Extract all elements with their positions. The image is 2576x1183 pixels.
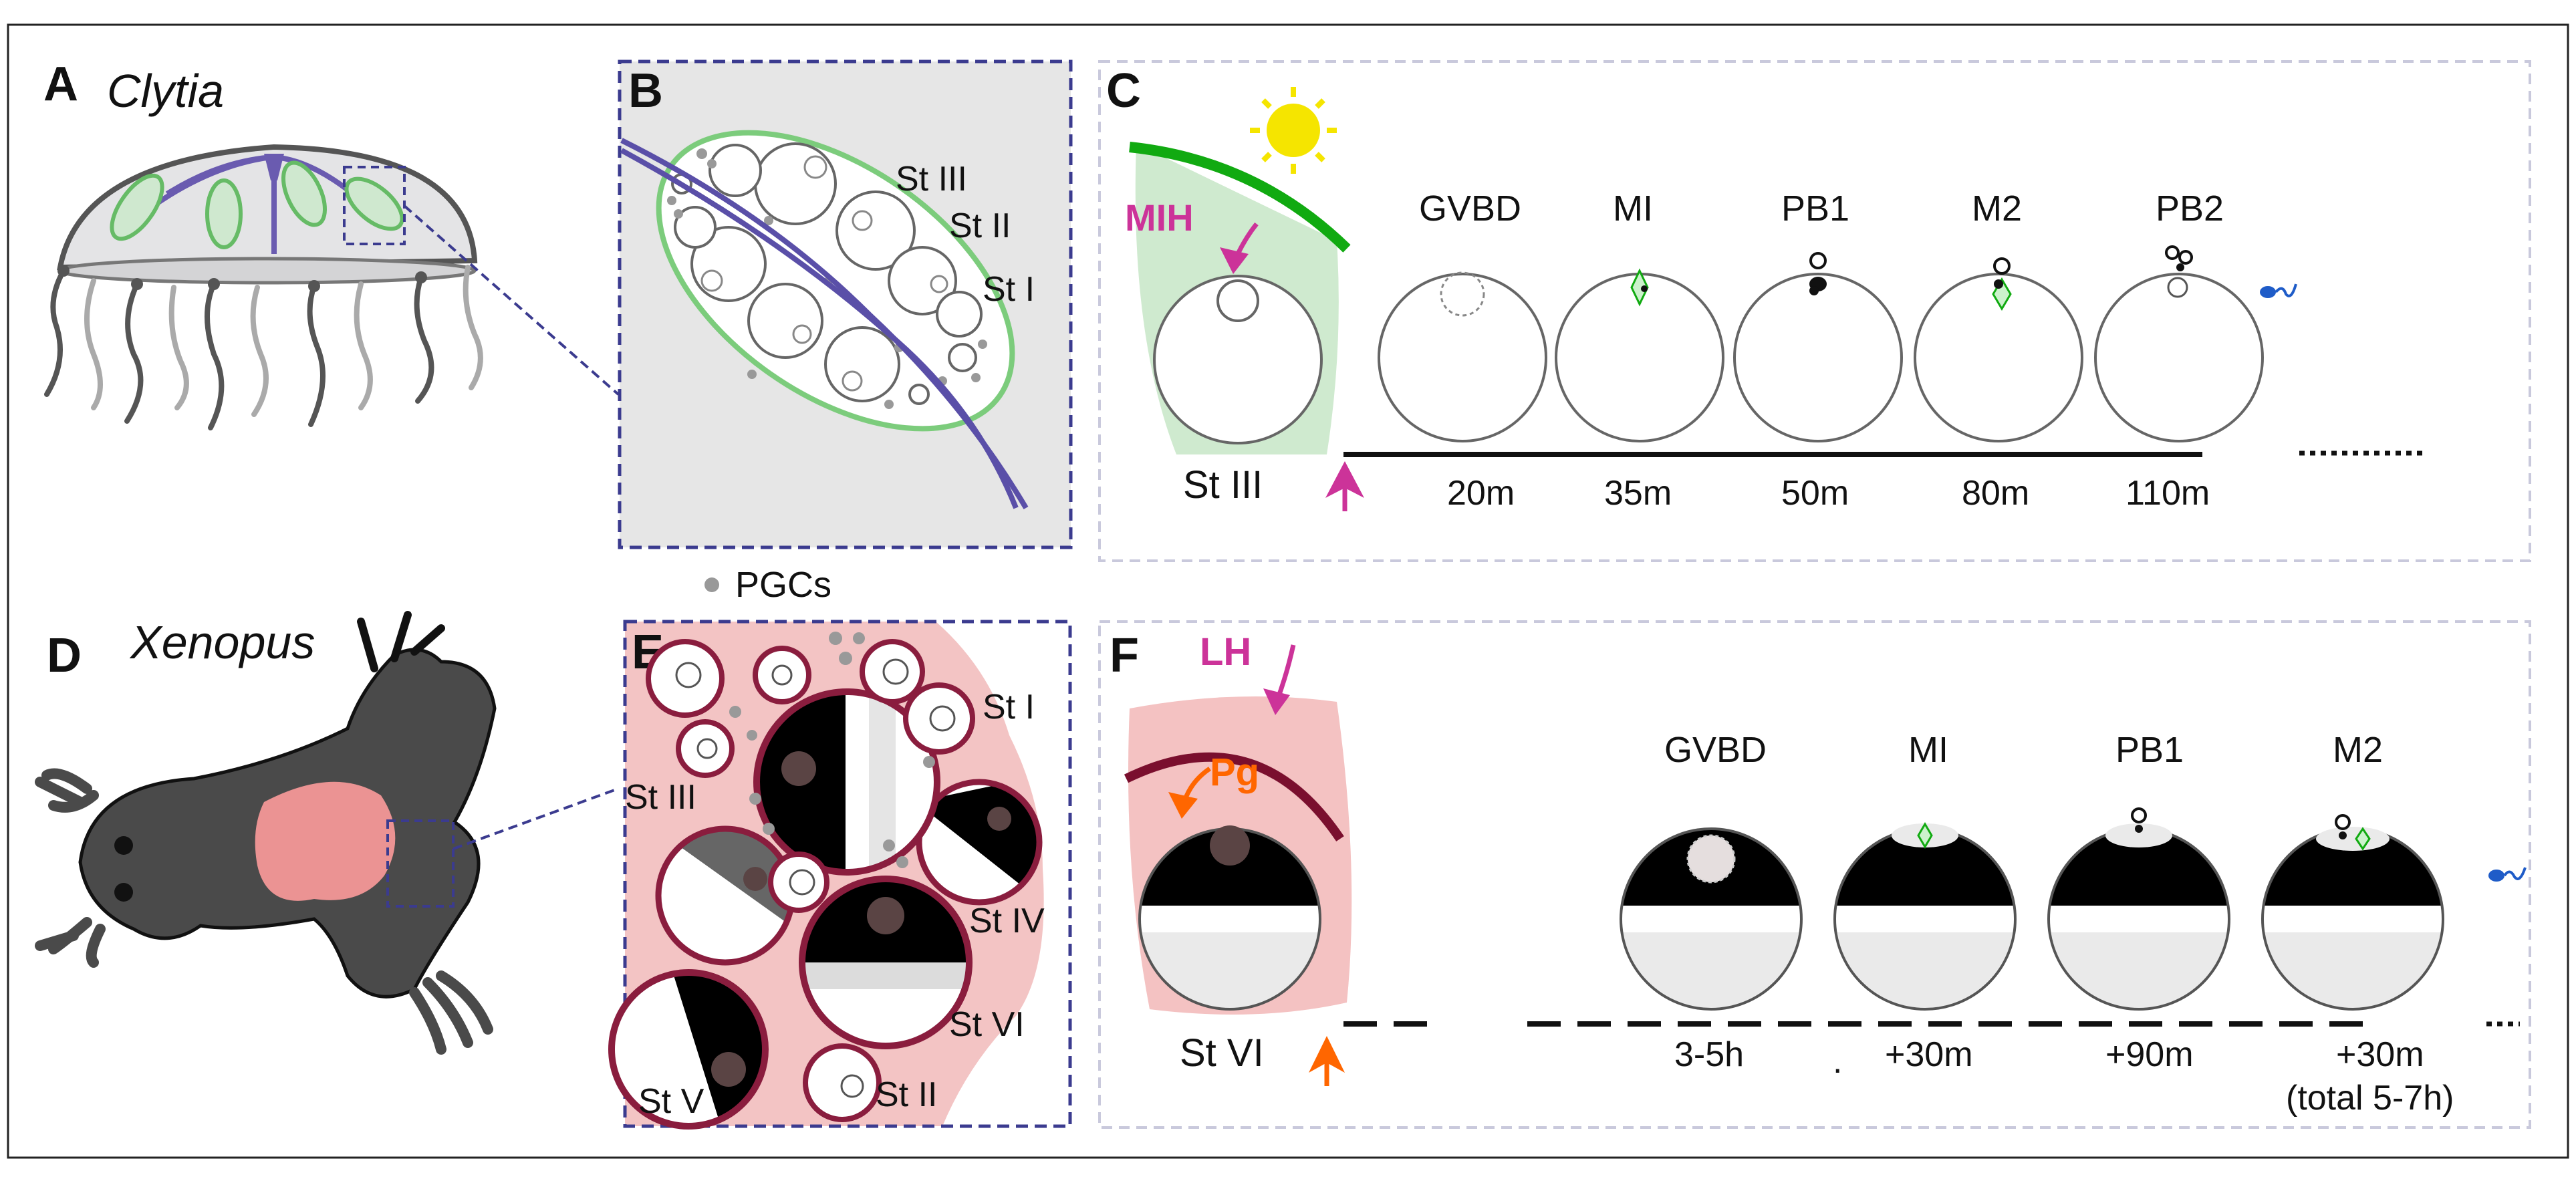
event-gvbd: GVBD	[1419, 188, 1521, 229]
panel-d-letter: D	[47, 629, 82, 682]
panel-a-letter: A	[43, 57, 78, 111]
clytia-oocyte-m2	[1914, 257, 2083, 442]
clytia-oocyte-pb2	[2094, 245, 2264, 442]
pgc-dot	[704, 577, 719, 592]
time-3-5h: 3-5h	[1674, 1035, 1744, 1074]
panel-f: F LH Pg St VI	[1098, 620, 2531, 1129]
zoom-box-xenopus	[386, 819, 455, 908]
pg-time-arrow	[1309, 1036, 1345, 1086]
clytia-medusa-illustration	[44, 144, 483, 430]
panel-c: C MIH St III	[1098, 60, 2531, 562]
time-80m: 80m	[1962, 474, 2029, 513]
panel-b-stage-ii: St II	[949, 207, 1011, 245]
pgc-legend: PGCs	[704, 565, 831, 605]
panel-e-stage-ii: St II	[876, 1075, 937, 1114]
oocyte-st-v-e	[608, 969, 769, 1130]
panel-d-organism: Xenopus	[129, 616, 315, 668]
lh-arrow	[1263, 688, 1290, 715]
event-pb2: PB2	[2156, 188, 2224, 229]
time-plus-30m-2: +30m	[2336, 1035, 2424, 1074]
panel-e-stage-vi: St VI	[949, 1005, 1025, 1044]
time-35m: 35m	[1604, 474, 1672, 513]
panel-e-stage-iii: St III	[625, 778, 696, 817]
pgc-label: PGCs	[735, 565, 831, 605]
timeline-dot: .	[1833, 1042, 1842, 1081]
panel-e: E	[608, 620, 1072, 1130]
xenopus-frog-illustration	[35, 611, 497, 1055]
event-m2-f: M2	[2333, 730, 2383, 770]
xenopus-oocyte-m2	[2261, 814, 2444, 1011]
time-total: (total 5-7h)	[2286, 1079, 2454, 1118]
time-plus-30m: +30m	[1885, 1035, 1973, 1074]
event-m2: M2	[1972, 188, 2022, 229]
figure-frame	[7, 23, 2569, 1159]
panel-f-letter: F	[1110, 629, 1139, 682]
pg-arc	[1124, 752, 1344, 841]
sperm-icon	[2260, 283, 2297, 298]
mih-time-arrow	[1325, 461, 1364, 511]
sun-icon	[1250, 87, 1337, 174]
event-mi: MI	[1613, 188, 1653, 229]
panel-c-letter: C	[1106, 64, 1141, 118]
panel-c-start-stage: St III	[1183, 463, 1263, 507]
panel-b: B St III St	[618, 59, 1073, 549]
panel-f-box	[1098, 620, 2531, 1129]
pg-arrow	[1168, 792, 1198, 819]
light-arc	[1129, 142, 1351, 253]
panel-a: A Clytia	[43, 57, 620, 430]
panel-d: D Xenopus	[35, 611, 619, 1055]
clytia-oocyte-mi	[1555, 268, 1724, 442]
clytia-oocyte-gvbd	[1378, 271, 1547, 442]
sperm-icon-xenopus	[2488, 867, 2527, 882]
zoom-connector	[403, 205, 620, 396]
panel-c-hormone: MIH	[1125, 196, 1194, 239]
xenopus-timeline	[1309, 1021, 2520, 1086]
xenopus-oocyte-gvbd	[1620, 827, 1803, 1011]
event-gvbd-f: GVBD	[1664, 730, 1767, 770]
panel-b-letter: B	[628, 64, 663, 118]
clytia-gonad-illustration	[620, 130, 1029, 510]
time-plus-90m: +90m	[2105, 1035, 2194, 1074]
panel-a-organism: Clytia	[107, 65, 224, 117]
zoom-connector-xenopus	[453, 787, 619, 850]
event-mi-f: MI	[1908, 730, 1948, 770]
time-20m: 20m	[1447, 474, 1515, 513]
event-pb1-f: PB1	[2115, 730, 2184, 770]
panel-f-hormone-lh: LH	[1200, 630, 1251, 674]
panel-b-stage-iii: St III	[896, 160, 967, 199]
panel-f-start-stage: St VI	[1180, 1031, 1264, 1075]
clytia-oocyte-pb1	[1733, 252, 1903, 442]
panel-e-stage-v: St V	[638, 1082, 704, 1121]
panel-e-stage-i: St I	[983, 688, 1035, 727]
panel-f-hormone-pg: Pg	[1210, 751, 1259, 794]
oocyte-st-iii-e	[655, 825, 795, 966]
time-110m: 110m	[2126, 474, 2210, 513]
clytia-timeline	[1325, 450, 2423, 511]
xenopus-ovary-illustration	[608, 632, 1043, 1130]
panel-e-box	[623, 620, 1072, 1128]
panel-c-box	[1098, 60, 2531, 562]
panel-e-stage-iv: St IV	[969, 902, 1045, 940]
oocyte-st-iv-e	[916, 779, 1043, 906]
panel-b-stage-i: St I	[983, 270, 1035, 309]
clytia-oocyte-st-iii	[1153, 275, 1323, 444]
event-pb1: PB1	[1781, 188, 1849, 229]
zoom-box	[343, 166, 406, 245]
time-50m: 50m	[1781, 474, 1849, 513]
xenopus-oocyte-mi	[1833, 822, 2017, 1011]
xenopus-oocyte-pb1	[2047, 807, 2230, 1011]
oocyte-st-vi-e	[799, 876, 973, 1049]
